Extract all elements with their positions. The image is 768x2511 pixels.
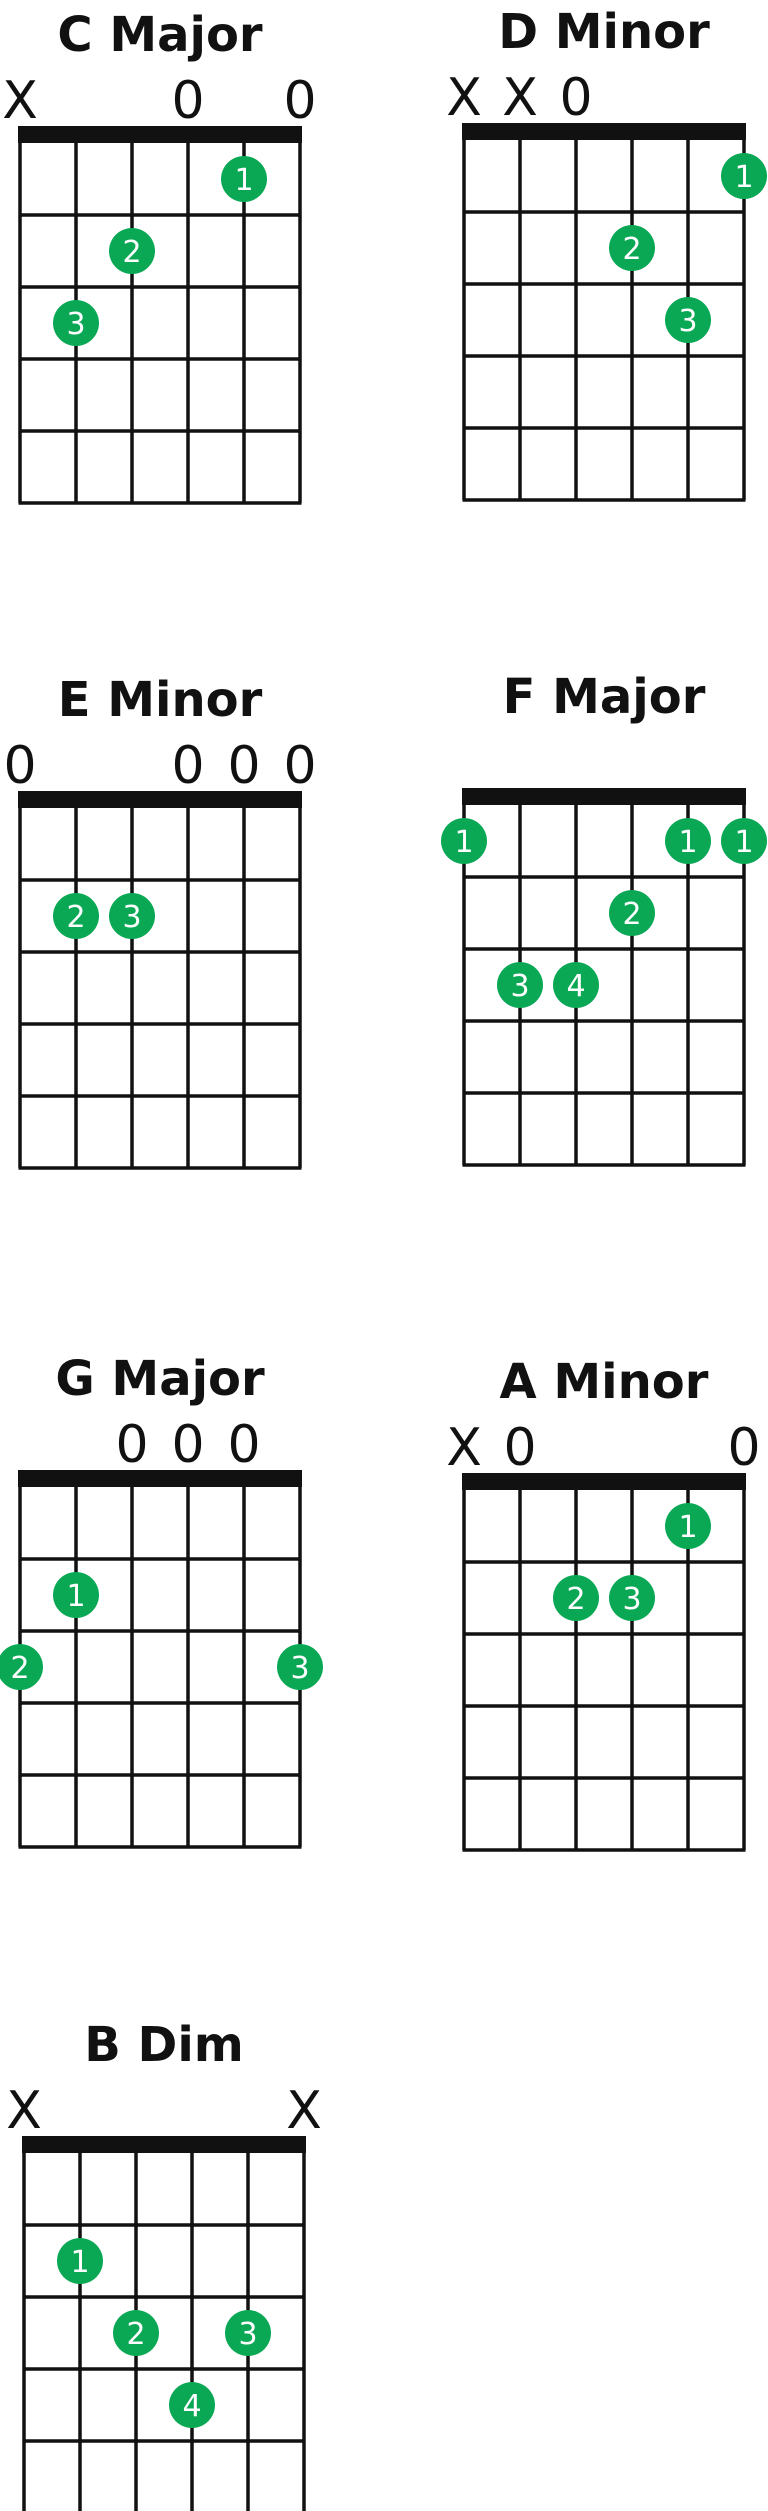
open-string-marker: 0 [3,736,36,796]
open-string-marker: 0 [227,1415,260,1475]
finger-dot [0,1644,43,1690]
finger-number: 3 [622,1582,641,1617]
open-string-marker: 0 [727,1418,760,1478]
chord-title: A Minor [500,1354,709,1410]
finger-dot [109,893,155,939]
muted-string-marker: X [446,1418,482,1478]
open-string-marker: 0 [283,71,316,131]
finger-number: 1 [234,163,253,198]
finger-dot [113,2310,159,2356]
finger-dot [53,893,99,939]
chord-diagram: F Major 1 1 1 2 3 4 [441,669,767,1167]
finger-dot [57,2238,103,2284]
finger-dot [609,890,655,936]
finger-number: 1 [734,160,753,195]
finger-dot [665,1503,711,1549]
finger-number: 4 [182,2389,201,2424]
finger-dot [53,300,99,346]
finger-number: 1 [678,825,697,860]
muted-string-marker: X [446,68,482,128]
finger-number: 1 [734,825,753,860]
finger-number: 3 [122,900,141,935]
finger-number: 3 [510,969,529,1004]
finger-number: 2 [66,900,85,935]
finger-dot [277,1644,323,1690]
finger-number: 3 [66,307,85,342]
nut-bar [18,126,302,143]
open-string-marker: 0 [171,1415,204,1475]
finger-dot [721,818,767,864]
finger-dot [553,962,599,1008]
finger-dot [497,962,543,1008]
finger-dot [53,1572,99,1618]
chord-title: F Major [503,669,706,725]
nut-bar [18,1470,302,1487]
finger-number: 3 [678,304,697,339]
finger-dot [225,2310,271,2356]
finger-dot [169,2382,215,2428]
finger-number: 2 [122,235,141,270]
open-string-marker: 0 [559,68,592,128]
finger-dot [665,818,711,864]
finger-number: 2 [622,897,641,932]
finger-number: 1 [66,1579,85,1614]
finger-dot [721,153,767,199]
finger-number: 2 [10,1651,29,1686]
finger-number: 4 [566,969,585,1004]
nut-bar [18,791,302,808]
chord-title: G Major [55,1351,265,1407]
nut-bar [462,1473,746,1490]
muted-string-marker: X [502,68,538,128]
finger-number: 3 [238,2317,257,2352]
finger-dot [609,225,655,271]
nut-bar [462,788,746,805]
open-string-marker: 0 [283,736,316,796]
finger-dot [553,1575,599,1621]
finger-dot [221,156,267,202]
finger-number: 2 [566,1582,585,1617]
finger-number: 2 [126,2317,145,2352]
finger-dot [441,818,487,864]
finger-number: 1 [678,1510,697,1545]
chord-title: B Dim [84,2017,244,2073]
open-string-marker: 0 [503,1418,536,1478]
finger-dot [665,297,711,343]
muted-string-marker: X [286,2081,322,2141]
finger-number: 2 [622,232,641,267]
nut-bar [22,2136,306,2153]
finger-number: 3 [290,1651,309,1686]
chord-title: D Minor [498,4,710,60]
nut-bar [462,123,746,140]
chord-title: E Minor [58,672,263,728]
open-string-marker: 0 [171,736,204,796]
finger-dot [109,228,155,274]
muted-string-marker: X [6,2081,42,2141]
finger-number: 1 [454,825,473,860]
open-string-marker: 0 [115,1415,148,1475]
finger-dot [609,1575,655,1621]
finger-number: 1 [70,2245,89,2280]
muted-string-marker: X [2,71,38,131]
open-string-marker: 0 [171,71,204,131]
open-string-marker: 0 [227,736,260,796]
chord-title: C Major [57,7,263,63]
